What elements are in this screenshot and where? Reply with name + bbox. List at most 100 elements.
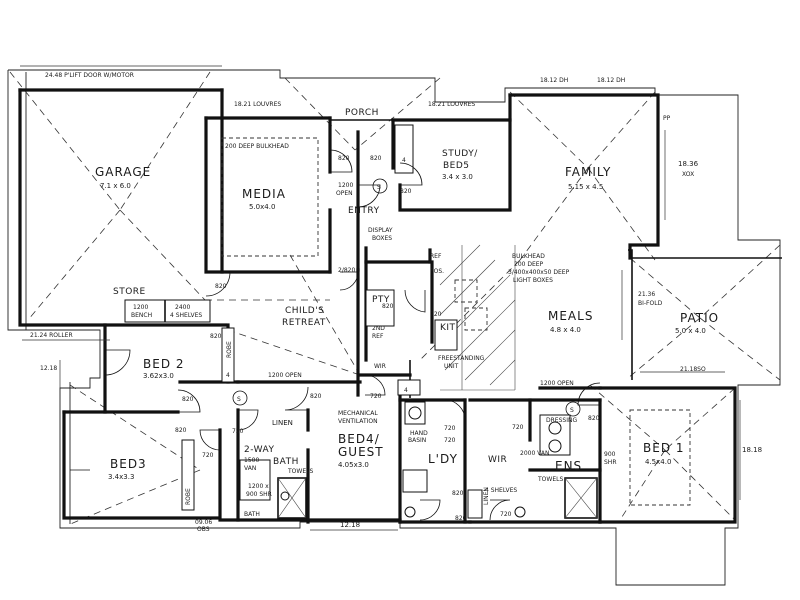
right-side-note: 18.18 <box>742 446 762 454</box>
patio-label: PATIO <box>680 311 719 325</box>
bed2-label: BED 2 <box>143 357 185 371</box>
annotations: 24.48 P'LIFT DOOR W/MOTOR 18.21 LOUVRES … <box>30 72 762 533</box>
family-side-note-2: XOX <box>682 171 694 178</box>
wir-small-note: WIR <box>374 363 386 370</box>
bulkhead-note-3: 3/400x400x50 DEEP <box>508 269 570 276</box>
pp-note: PP <box>663 115 671 122</box>
patio-side-note: 21.36 <box>638 291 655 298</box>
freestanding-note-2: UNIT <box>444 363 459 370</box>
door-label: 720 <box>444 437 456 444</box>
door-label: 820 <box>215 283 227 290</box>
bath-label-2: BATH <box>273 457 299 467</box>
door-label: 820 <box>175 427 187 434</box>
van1500-note-2: VAN <box>244 465 256 472</box>
left-side-note: 12.18 <box>40 365 57 372</box>
dimension-lines <box>20 65 741 531</box>
s-mark-entry: S <box>377 184 381 191</box>
door-label: 720 <box>500 511 512 518</box>
garage-size: 7.1 x 6.0 <box>100 182 131 190</box>
bed4-size: 4.05x3.0 <box>338 461 369 469</box>
shr-note: 1200 x <box>248 483 269 490</box>
door-label: 4 <box>402 157 406 164</box>
towels1-note: TOWELS <box>287 468 313 475</box>
bulkhead-note-4: LIGHT BOXES <box>513 277 553 284</box>
fixtures <box>124 124 571 519</box>
bath-small-note: BATH <box>244 511 260 518</box>
store-bench-note-2: BENCH <box>131 312 152 319</box>
robe-note-2: ROBE <box>185 488 192 505</box>
door-label: 4 <box>226 372 230 379</box>
door-label: 720 <box>202 452 214 459</box>
media-label: MEDIA <box>242 187 286 201</box>
dressing-note: DRESSING <box>546 417 577 424</box>
second-ref-note-2: REF <box>372 333 384 340</box>
door-label: 820 <box>370 155 382 162</box>
media-note: 200 DEEP BULKHEAD <box>225 143 289 150</box>
meals-size: 4.8 x 4.0 <box>550 326 581 334</box>
door-label: 820 <box>338 155 350 162</box>
s-mark-hall: S <box>237 396 241 403</box>
door-label: 820 <box>310 393 322 400</box>
family-top-left-note: 18.12 DH <box>540 77 568 84</box>
bed4-label-2: GUEST <box>338 445 384 459</box>
patio-side-note-2: BI-FOLD <box>638 300 663 307</box>
ref-pos-note-2: POS. <box>430 268 444 275</box>
retreat-open-note: 1200 OPEN <box>268 372 302 379</box>
van1500-note: 1500 <box>244 457 259 464</box>
bed3-size: 3.4x3.3 <box>108 473 134 481</box>
bulkheads <box>221 137 691 506</box>
family-size: 5.15 x 4.5 <box>568 183 603 191</box>
shr-note-2: 900 SHR <box>246 491 272 498</box>
porch-label: PORCH <box>345 108 379 118</box>
hatching <box>277 244 598 519</box>
garage-door-note: 24.48 P'LIFT DOOR W/MOTOR <box>45 72 134 79</box>
mech-vent-note: MECHANICAL <box>338 410 378 417</box>
ens-label: ENS <box>555 459 582 473</box>
display-boxes-note: DISPLAY <box>368 227 393 234</box>
door-swings <box>70 149 601 521</box>
door-label: 720 <box>370 393 382 400</box>
bulkhead-note-1: BULKHEAD <box>512 253 545 260</box>
door-label: 720 <box>232 428 244 435</box>
door-label: 820 <box>452 490 464 497</box>
door-label: 820 <box>182 396 194 403</box>
door-size-labels: 820 820 820 820 2/820 820 820 820 820 82… <box>175 155 600 522</box>
louvres-right-note: 18.21 LOUVRES <box>428 101 475 108</box>
entry-open-note: 1200 <box>338 182 353 189</box>
garage-label: GARAGE <box>95 165 151 179</box>
wir-label: WIR <box>488 455 507 465</box>
bottom-left-note-2: OBS <box>197 526 210 533</box>
second-ref-note: 2ND <box>372 325 385 332</box>
bed1-window-note: 21.18SO <box>680 366 706 373</box>
study-size: 3.4 x 3.0 <box>442 173 473 181</box>
door-label: 820 <box>210 333 222 340</box>
door-label: 720 <box>512 424 524 431</box>
roof-hips <box>9 71 781 526</box>
towels2-note: TOWELS <box>537 476 563 483</box>
bed1-size: 4.5x4.0 <box>645 458 671 466</box>
s-mark-ens: S <box>570 407 574 414</box>
shelves4-note: 4 SHELVES <box>485 487 517 494</box>
door-label: 720 <box>444 425 456 432</box>
bed4-label: BED4/ <box>338 432 380 446</box>
store-bench-note: 1200 <box>133 304 148 311</box>
door-label: 4 <box>404 387 408 394</box>
freestanding-note: FREESTANDING <box>438 355 485 362</box>
patio-size: 5.0 x 4.0 <box>675 327 706 335</box>
bed1-label: BED 1 <box>643 441 685 455</box>
pty-label: PTY <box>372 295 390 305</box>
shr-ens-note: 900 <box>604 451 616 458</box>
display-boxes-note-2: BOXES <box>372 235 392 242</box>
robe-note-1: ROBE <box>226 341 233 358</box>
door-label: 820 <box>400 188 412 195</box>
eave-outline <box>7 69 781 586</box>
louvres-left-note: 18.21 LOUVRES <box>234 101 281 108</box>
retreat-label-2: RETREAT <box>282 318 326 328</box>
store-shelves-note-2: 4 SHELVES <box>170 312 202 319</box>
roller-note: 21.24 ROLLER <box>30 332 73 339</box>
hand-basin-note: HAND <box>410 430 428 437</box>
door-label: 2/820 <box>338 267 355 274</box>
kit-label: KIT <box>440 323 456 333</box>
door-label: 720 <box>430 311 442 318</box>
